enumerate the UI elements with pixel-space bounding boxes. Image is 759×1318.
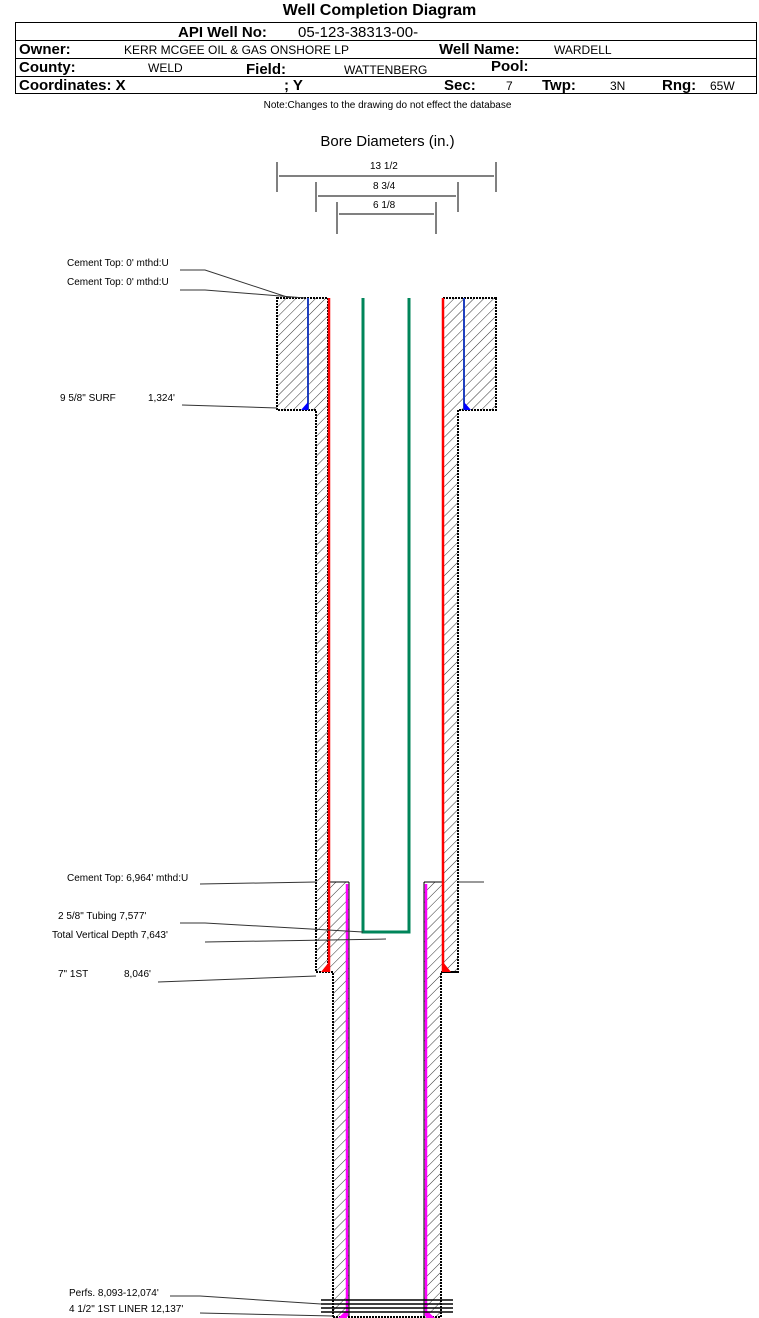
rng-value: 65W bbox=[710, 79, 735, 93]
first-string-depth: 8,046' bbox=[124, 969, 151, 980]
bore-dim-2: 8 3/4 bbox=[373, 181, 396, 192]
cement-top-label: Cement Top: 0' mthd:U bbox=[67, 258, 169, 269]
api-value: 05-123-38313-00- bbox=[298, 24, 419, 41]
intermediate-casing bbox=[327, 298, 445, 972]
bore-dim-3: 6 1/8 bbox=[373, 200, 396, 211]
county-label: County: bbox=[19, 59, 76, 76]
cement-top-label: Cement Top: 6,964' mthd:U bbox=[67, 873, 189, 884]
cement-hatch bbox=[276, 297, 497, 1318]
twp-label: Twp: bbox=[542, 77, 576, 94]
county-row: County: WELD Field: WATTENBERG Pool: bbox=[16, 58, 756, 78]
well-name-value: WARDELL bbox=[554, 43, 612, 57]
bore-dim-1: 13 1/2 bbox=[370, 161, 398, 172]
cement-top-label: Cement Top: 0' mthd:U bbox=[67, 277, 169, 288]
intermediate-casing-shoe bbox=[443, 962, 451, 972]
rng-label: Rng: bbox=[662, 77, 697, 94]
surface-casing-label: 9 5/8" SURF bbox=[60, 393, 116, 404]
surface-casing-shoe bbox=[301, 402, 308, 410]
surface-casing bbox=[307, 298, 465, 410]
bore-dimension-lines bbox=[276, 162, 497, 234]
bore-diameters-title: Bore Diameters (in.) bbox=[320, 133, 455, 150]
tubing bbox=[361, 298, 411, 934]
intermediate-casing-shoe bbox=[321, 962, 329, 972]
well-name-label: Well Name: bbox=[439, 41, 520, 58]
liner-label: 4 1/2" 1ST LINER 12,137' bbox=[69, 1304, 184, 1315]
first-string-label: 7" 1ST bbox=[58, 969, 89, 980]
coord-y-label: ; Y bbox=[284, 77, 303, 94]
note-text: Note:Changes to the drawing do not effec… bbox=[263, 100, 512, 111]
owner-row: Owner: KERR MCGEE OIL & GAS ONSHORE LP W… bbox=[16, 40, 756, 58]
perfs-label: Perfs. 8,093-12,074' bbox=[69, 1288, 159, 1299]
tvd-label: Total Vertical Depth 7,643' bbox=[52, 930, 168, 941]
api-label: API Well No: bbox=[178, 24, 267, 41]
page-title: Well Completion Diagram bbox=[282, 2, 477, 19]
leader-lines bbox=[157, 269, 484, 1317]
county-value: WELD bbox=[148, 61, 183, 75]
coordinates-row: Coordinates: X ; Y Sec: 7 Twp: 3N Rng: 6… bbox=[16, 76, 756, 94]
sec-label: Sec: bbox=[444, 77, 476, 94]
tubing-label: 2 5/8" Tubing 7,577' bbox=[58, 911, 147, 922]
liner bbox=[345, 884, 428, 1316]
well-header-table: API Well No: 05-123-38313-00- Owner: KER… bbox=[15, 22, 757, 94]
pool-label: Pool: bbox=[491, 58, 529, 75]
twp-value: 3N bbox=[610, 79, 626, 93]
coord-x-label: Coordinates: X bbox=[19, 77, 126, 94]
perforations bbox=[321, 1299, 453, 1313]
sec-value: 7 bbox=[506, 79, 513, 93]
field-value: WATTENBERG bbox=[344, 63, 428, 77]
surface-casing-shoe bbox=[464, 402, 471, 410]
field-label: Field: bbox=[246, 61, 286, 78]
owner-label: Owner: bbox=[19, 41, 71, 58]
surface-casing-depth: 1,324' bbox=[148, 393, 175, 404]
owner-value: KERR MCGEE OIL & GAS ONSHORE LP bbox=[124, 43, 349, 57]
